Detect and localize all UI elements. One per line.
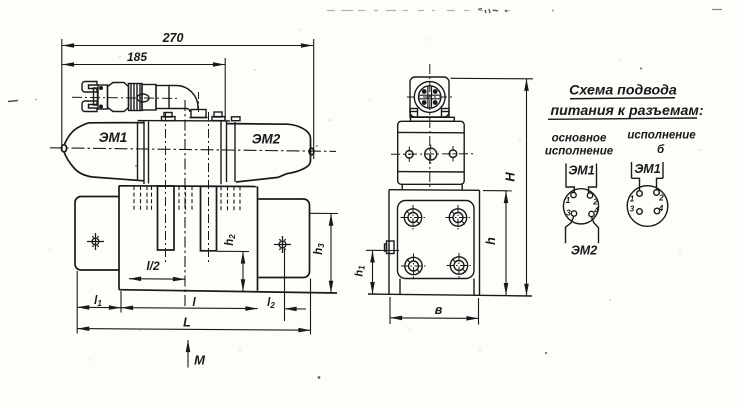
svg-text:Схема подвода: Схема подвода bbox=[569, 83, 677, 99]
svg-text:исполнение: исполнение bbox=[627, 130, 696, 142]
svg-text:ЭМ2: ЭМ2 bbox=[252, 132, 281, 147]
svg-text:ЭМ1: ЭМ1 bbox=[634, 162, 660, 176]
svg-text:исполнение: исполнение bbox=[545, 146, 614, 158]
svg-text:1: 1 bbox=[566, 196, 571, 205]
svg-text:h2: h2 bbox=[224, 234, 237, 246]
svg-text:2: 2 bbox=[592, 198, 598, 207]
svg-text:питания к разъемам:: питания к разъемам: bbox=[550, 103, 703, 119]
svg-text:1: 1 bbox=[630, 195, 635, 204]
svg-text:4: 4 bbox=[593, 206, 599, 215]
svg-text:h: h bbox=[484, 237, 498, 245]
svg-text:3: 3 bbox=[630, 205, 635, 214]
svg-text:H: H bbox=[503, 172, 518, 182]
svg-text:l: l bbox=[192, 295, 196, 309]
svg-text:185: 185 bbox=[127, 50, 147, 64]
svg-text:ЭМ1: ЭМ1 bbox=[99, 130, 127, 145]
svg-text:l/2: l/2 bbox=[146, 259, 160, 273]
svg-text:l2: l2 bbox=[267, 297, 275, 310]
svg-text:l1: l1 bbox=[94, 295, 102, 308]
svg-text:h3: h3 bbox=[313, 243, 326, 255]
svg-text:270: 270 bbox=[162, 31, 184, 45]
svg-text:2: 2 bbox=[658, 194, 664, 203]
svg-text:ЭМ2: ЭМ2 bbox=[571, 244, 597, 258]
svg-text:основное: основное bbox=[552, 133, 607, 145]
svg-text:ЭМ1: ЭМ1 bbox=[568, 164, 594, 178]
svg-text:3: 3 bbox=[566, 209, 571, 218]
svg-text:h1: h1 bbox=[354, 265, 367, 277]
svg-text:M: M bbox=[194, 353, 206, 368]
svg-text:L: L bbox=[183, 316, 191, 330]
svg-text:б: б bbox=[657, 144, 665, 156]
svg-text:4: 4 bbox=[658, 204, 664, 213]
svg-text:в: в bbox=[435, 303, 443, 317]
